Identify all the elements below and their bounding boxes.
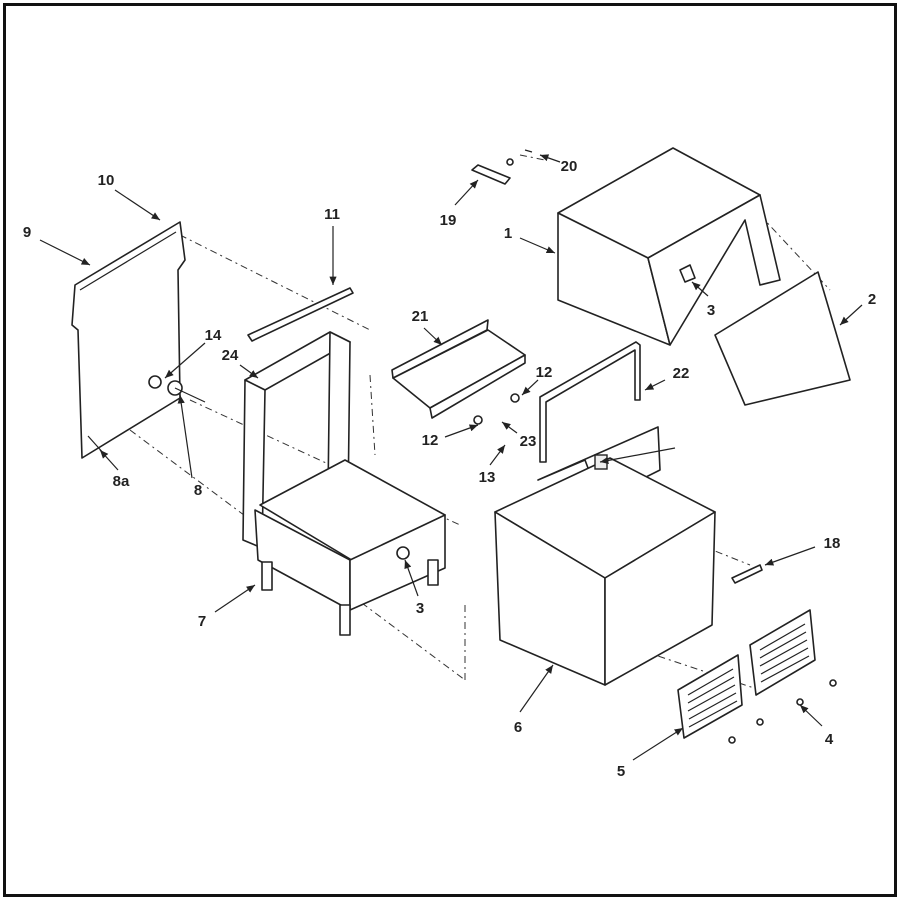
part-21-shelf <box>391 319 526 425</box>
callout-20: 20 <box>561 158 578 175</box>
part-19-handle <box>471 164 511 185</box>
callout-4: 4 <box>825 731 834 748</box>
callout-21: 21 <box>412 308 429 325</box>
callout-7: 7 <box>198 613 206 630</box>
callout-18: 18 <box>824 535 841 552</box>
callout-9: 9 <box>23 224 31 241</box>
callout-24: 24 <box>222 347 239 364</box>
part-11-strip <box>247 287 354 342</box>
callout-11: 11 <box>324 206 340 223</box>
part-2-panel <box>714 271 851 406</box>
callout-13: 13 <box>479 469 496 486</box>
callout-1: 1 <box>504 225 512 242</box>
callout-23: 23 <box>520 433 537 450</box>
leader-arrows <box>39 154 863 761</box>
callout-labels: 1 2 3 3 4 5 6 7 8 8a 9 10 11 12 12 13 14… <box>23 158 876 780</box>
part-back-panel <box>71 221 206 459</box>
part-4-grille <box>749 609 816 696</box>
part-1-top-cover <box>557 147 781 346</box>
callout-22: 22 <box>673 365 690 382</box>
part-5-grille <box>677 654 743 739</box>
callout-5: 5 <box>617 763 625 780</box>
callout-12-right: 12 <box>536 364 553 381</box>
part-18-strip <box>731 564 763 584</box>
callout-3-base: 3 <box>416 600 424 617</box>
callout-10: 10 <box>98 172 115 189</box>
part-22-gasket <box>539 341 641 463</box>
callout-14: 14 <box>205 327 222 344</box>
callout-8a: 8a <box>113 473 130 490</box>
part-6-bin <box>494 426 716 686</box>
callout-8: 8 <box>194 482 202 499</box>
part-frame-base <box>242 331 446 636</box>
callout-2: 2 <box>868 291 876 308</box>
callout-3-top: 3 <box>707 302 715 319</box>
callout-19: 19 <box>440 212 457 229</box>
diagram-frame <box>3 3 897 897</box>
callout-12-left: 12 <box>422 432 439 449</box>
callout-6: 6 <box>514 719 522 736</box>
